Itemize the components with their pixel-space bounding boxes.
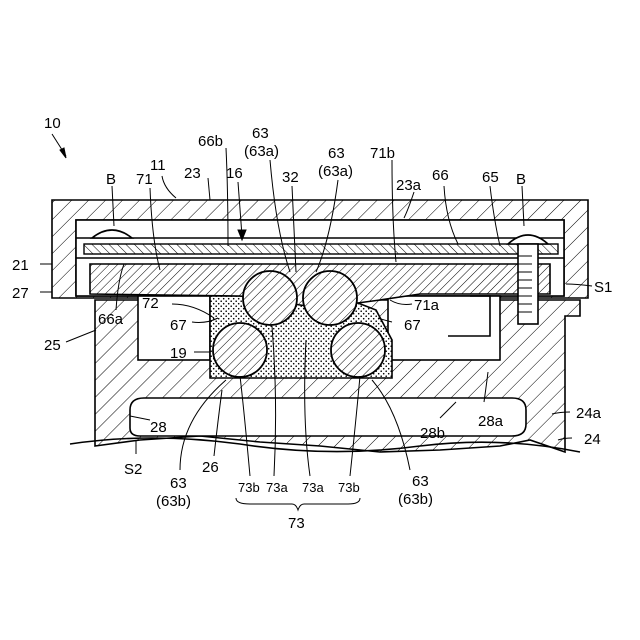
label-B-left: B [106,171,116,188]
label-66b: 66b [198,133,223,150]
label-10: 10 [44,115,61,132]
label-25: 25 [44,337,61,354]
label-66: 66 [432,167,449,184]
label-63b-bot2: (63b) [398,491,433,508]
label-73a-2: 73a [302,480,324,495]
label-23a: 23a [396,177,422,194]
label-63-top1: 63 [252,125,269,142]
label-63-bot1: 63 [170,475,187,492]
label-67-left: 67 [170,317,187,334]
label-65: 65 [482,169,499,186]
label-24: 24 [584,431,601,448]
label-67-right: 67 [404,317,421,334]
label-71: 71 [136,171,153,188]
label-73b-2: 73b [338,480,360,495]
cable-63a-left [243,271,297,325]
label-73a-1: 73a [266,480,288,495]
lower-cavity-28 [130,398,526,436]
label-71b: 71b [370,145,395,162]
label-63-top2: 63 [328,145,345,162]
label-B-right: B [516,171,526,188]
label-72: 72 [142,295,159,312]
label-26: 26 [202,459,219,476]
label-16: 16 [226,165,243,182]
label-24a: 24a [576,405,602,422]
label-63b-bot1: (63b) [156,493,191,510]
cable-63b-left [213,323,267,377]
label-21: 21 [12,257,29,274]
label-S1: S1 [594,279,612,296]
label-19: 19 [170,345,187,362]
label-63a-top2: (63a) [318,163,353,180]
label-28-left: 28 [150,419,167,436]
cable-63b-right [331,323,385,377]
label-32: 32 [282,169,299,186]
label-63-bot2: 63 [412,473,429,490]
label-73: 73 [288,515,305,532]
label-63a-top1: (63a) [244,143,279,160]
label-66a: 66a [98,311,124,328]
label-27: 27 [12,285,29,302]
label-73b-1: 73b [238,480,260,495]
label-71a: 71a [414,297,440,314]
cable-63a-right [303,271,357,325]
label-23: 23 [184,165,201,182]
label-28a: 28a [478,413,504,430]
label-S2: S2 [124,461,142,478]
label-28b: 28b [420,425,445,442]
